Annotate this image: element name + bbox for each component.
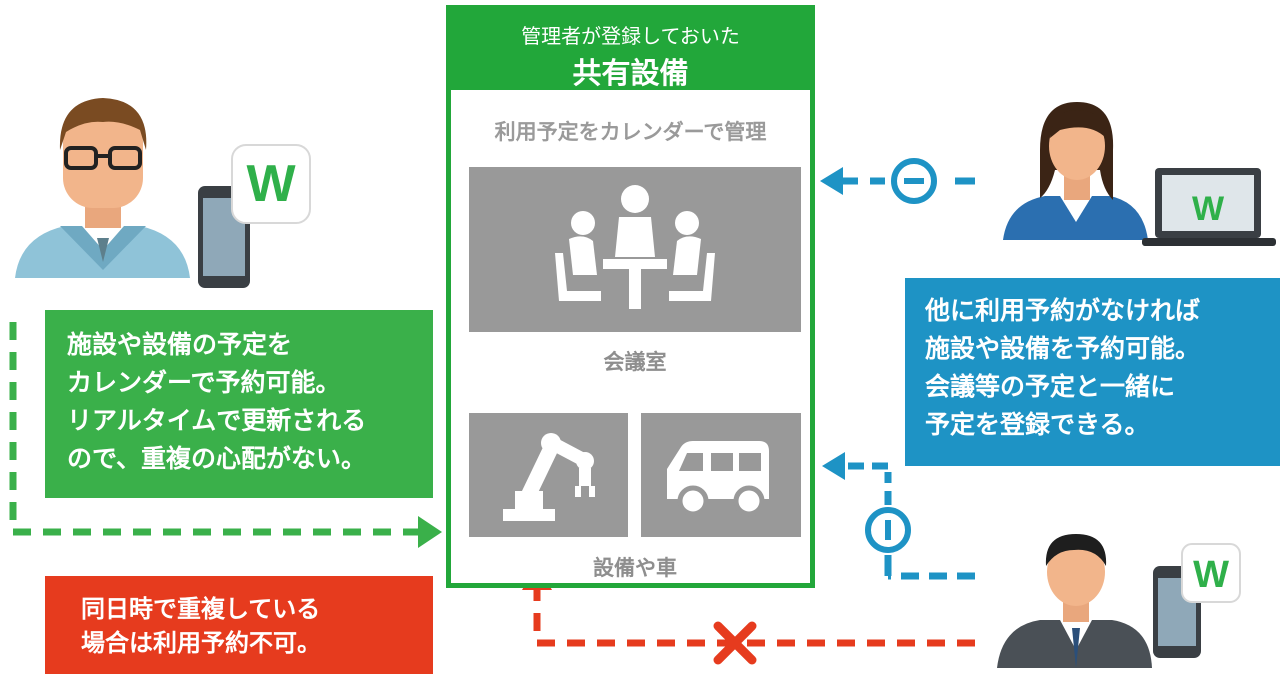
green-note-line: カレンダーで予約可能。 [67,368,341,397]
van-icon [667,441,769,517]
blue-note-line: 他に利用予約がなければ [925,296,1201,325]
panel-subtitle: 利用予定をカレンダーで管理 [494,120,767,144]
meeting-room-label: 会議室 [603,350,667,374]
svg-text:W: W [1192,190,1225,228]
meeting-room-icon [555,185,715,309]
blue-note-line: 施設や設備を予約可能。 [925,334,1201,363]
red-note-line: 同日時で重複している [81,595,321,623]
green-note-line: ので、重複の心配がない。 [67,444,367,473]
equipment-label: 設備や車 [593,556,677,580]
van-tile [641,413,801,537]
green-note-line: リアルタイムで更新される [67,406,367,435]
robot-arm-icon [503,433,595,521]
meeting-room-tile [469,167,801,332]
green-booking-arrow [9,322,442,548]
cross-mark-icon [713,621,757,665]
red-note-line: 場合は利用予約不可。 [81,629,321,657]
panel-header: 管理者が登録しておいた 共有設備 [451,10,810,90]
shared-equipment-panel: 管理者が登録しておいた 共有設備 利用予定をカレンダーで管理 会議室 [446,5,815,588]
green-note-line: 施設や設備の予定を [67,330,293,359]
blue-info-note: 他に利用予約がなければ 施設や設備を予約可能。 会議等の予定と一緒に 予定を登録… [905,278,1280,466]
panel-header-line1: 管理者が登録しておいた [521,24,740,48]
app-badge-icon: W [1181,543,1241,603]
svg-text:W: W [246,155,296,213]
blue-booking-arrow-bottom [822,452,975,580]
panel-title: 共有設備 [572,56,689,90]
robot-arm-tile [469,413,628,537]
green-info-note: 施設や設備の予定を カレンダーで予約可能。 リアルタイムで更新される ので、重複… [45,310,433,498]
blue-booking-arrow-top [820,158,975,204]
red-warning-note: 同日時で重複している 場合は利用予約不可。 [45,576,433,674]
blue-note-line: 予定を登録できる。 [925,410,1150,439]
app-badge-icon: W [231,144,311,224]
laptop-icon: W [1142,168,1276,246]
user-woman-avatar [1003,102,1148,240]
svg-text:W: W [1193,554,1229,596]
blue-note-line: 会議等の予定と一緒に [925,372,1176,401]
user-with-glasses-avatar [15,98,190,278]
user-businessman-avatar [997,534,1152,668]
